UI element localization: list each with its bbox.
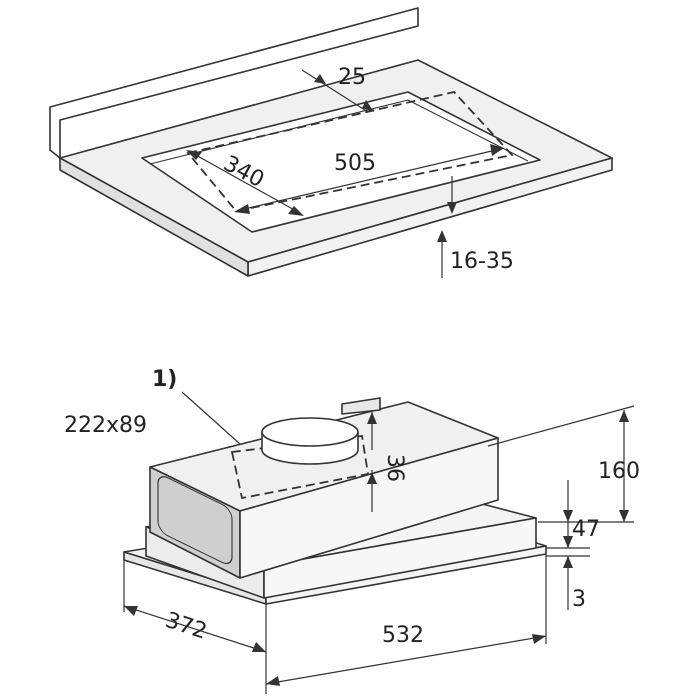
dim-depth-label: 372 bbox=[162, 608, 210, 645]
callout-number: 1) bbox=[152, 367, 177, 392]
hood-slide-side bbox=[263, 517, 537, 599]
callout-leader bbox=[181, 391, 241, 445]
dim-rim-label: 25 bbox=[338, 65, 366, 90]
callout-size: 222x89 bbox=[64, 413, 147, 438]
hood-drawing: 36 1) 222x89 160 47 3 372 532 bbox=[64, 367, 640, 694]
dim-front-label: 47 bbox=[572, 517, 600, 542]
dim-height-arrow-b bbox=[619, 510, 629, 522]
cutout-opening bbox=[141, 91, 541, 233]
dim-width-line bbox=[239, 149, 497, 211]
dim-collar-label: 36 bbox=[382, 454, 407, 482]
dim-rim-line bbox=[301, 69, 369, 113]
dim-width-label: 532 bbox=[382, 623, 424, 648]
dim-thickness-arrow-b bbox=[437, 230, 447, 242]
hood-box-window bbox=[157, 476, 233, 565]
dim-depth-arrow-b bbox=[288, 206, 304, 216]
dim-width-arrow-a bbox=[234, 204, 250, 214]
dim-depth-line bbox=[193, 153, 299, 213]
dim-thickness-label: 16-35 bbox=[450, 249, 514, 274]
dim-collar-arrow-a bbox=[367, 412, 377, 424]
dim-width-line bbox=[265, 635, 547, 685]
base-panel-left-edge bbox=[59, 157, 249, 277]
hood-rear-bracket bbox=[341, 397, 381, 415]
dim-width-arrow-b bbox=[490, 144, 504, 156]
dim-rim-arrow-b bbox=[362, 100, 374, 112]
dim-depth-line bbox=[123, 605, 267, 653]
dim-width-label: 505 bbox=[334, 151, 376, 176]
cabinet-cutout-drawing: 25 340 505 16-35 bbox=[49, 7, 613, 278]
dim-thickness-arrow-a bbox=[447, 202, 457, 214]
dim-front-arrow-b bbox=[563, 536, 573, 548]
ext-line-top bbox=[487, 405, 635, 447]
exhaust-collar-top bbox=[261, 417, 359, 447]
dim-rim-arrow bbox=[314, 74, 326, 84]
dim-depth-arrow-a bbox=[186, 150, 202, 160]
dim-width-arrow-a bbox=[266, 676, 280, 686]
back-panel bbox=[49, 7, 419, 159]
hood-box-side bbox=[239, 437, 499, 579]
dim-collar-arrow-b bbox=[367, 472, 377, 484]
dim-height-arrow-a bbox=[619, 410, 629, 422]
dim-height-label: 160 bbox=[598, 459, 640, 484]
dim-lip-arrow bbox=[563, 556, 573, 568]
dim-width-arrow-b bbox=[532, 634, 546, 644]
dim-depth-arrow-b bbox=[252, 642, 266, 652]
dim-depth-arrow-a bbox=[124, 606, 138, 616]
dim-front-arrow-a bbox=[563, 510, 573, 522]
hood-outline-dashed bbox=[186, 91, 514, 212]
dim-lip-label: 3 bbox=[572, 587, 586, 612]
